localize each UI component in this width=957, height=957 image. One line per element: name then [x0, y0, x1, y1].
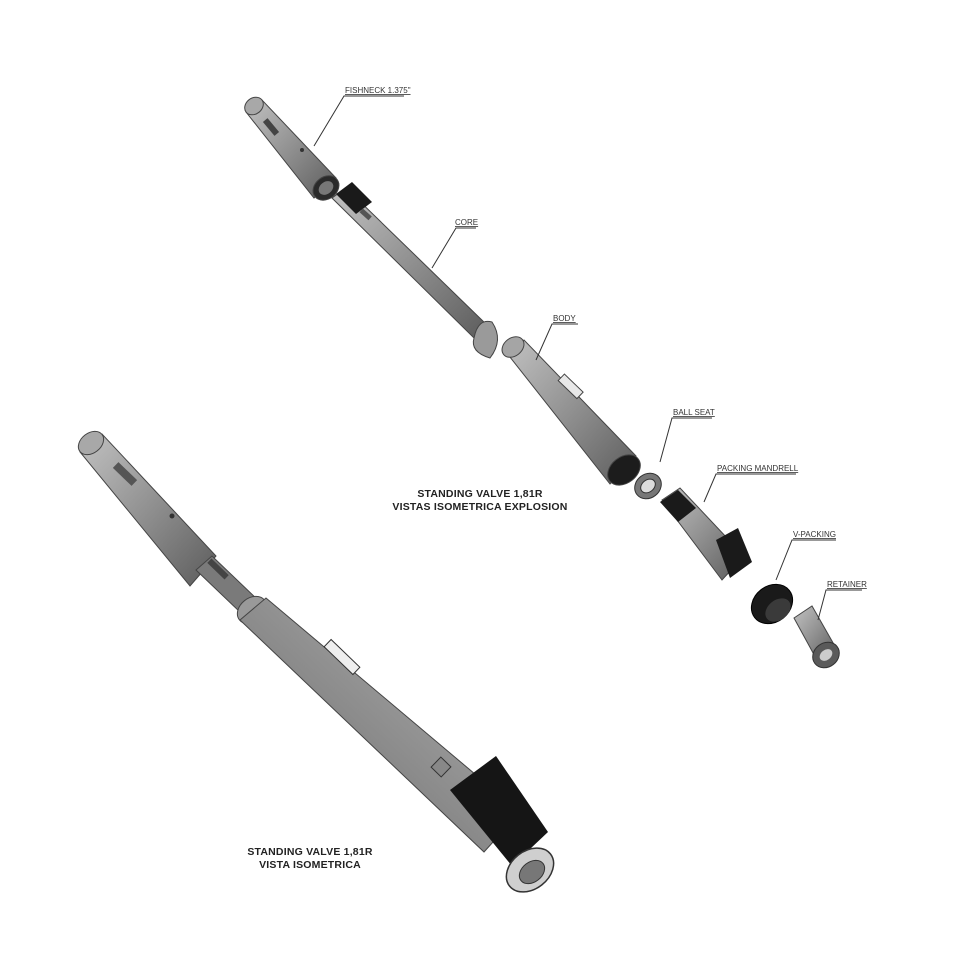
- part-packing-mandrell: [660, 487, 752, 581]
- part-retainer: [793, 605, 840, 669]
- caption-assembled-line2: VISTA ISOMETRICA: [259, 859, 361, 871]
- caption-exploded: STANDING VALVE 1,81R VISTAS ISOMETRICA E…: [380, 488, 580, 514]
- leader-retainer: [817, 589, 862, 621]
- label-fishneck: FISHNECK 1.375": [345, 86, 411, 95]
- exploded-view: FISHNECK 1.375" CORE BODY BALL SEAT PACK…: [244, 86, 867, 669]
- assembled-view: [77, 430, 555, 893]
- caption-exploded-line2: VISTAS ISOMETRICA EXPLOSION: [392, 501, 568, 513]
- caption-assembled-line1: STANDING VALVE 1,81R: [247, 846, 373, 858]
- leader-core: [431, 227, 476, 269]
- label-ball-seat: BALL SEAT: [673, 408, 715, 417]
- leader-ball-seat: [659, 417, 712, 463]
- leader-fishneck: [313, 95, 404, 147]
- caption-exploded-line1: STANDING VALVE 1,81R: [417, 488, 543, 500]
- part-ball-seat: [634, 472, 662, 500]
- leader-packing-mandrell: [703, 473, 796, 503]
- label-body: BODY: [553, 314, 576, 323]
- label-packing-mandrell: PACKING MANDRELL: [717, 464, 799, 473]
- label-v-packing: V-PACKING: [793, 530, 836, 539]
- part-core: [331, 182, 498, 359]
- caption-assembled: STANDING VALVE 1,81R VISTA ISOMETRICA: [220, 846, 400, 872]
- part-body: [501, 336, 641, 486]
- label-core: CORE: [455, 218, 478, 227]
- label-retainer: RETAINER: [827, 580, 867, 589]
- leader-v-packing: [775, 539, 836, 581]
- part-v-packing: [750, 583, 794, 625]
- leader-body: [535, 323, 578, 361]
- part-fishneck: [244, 96, 340, 201]
